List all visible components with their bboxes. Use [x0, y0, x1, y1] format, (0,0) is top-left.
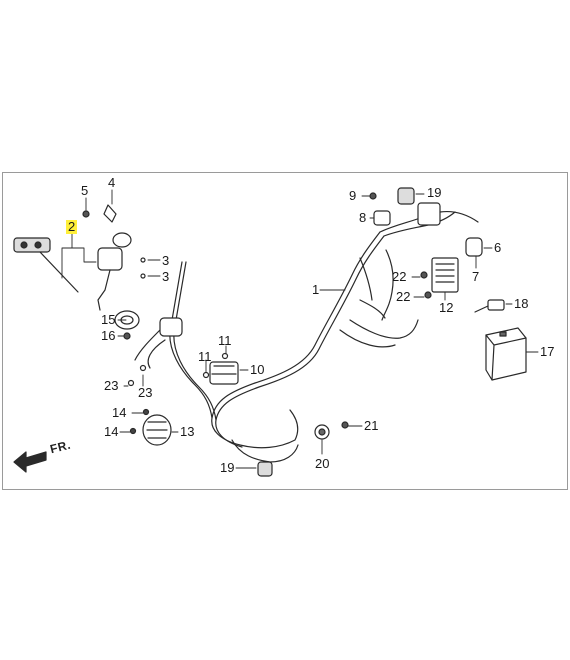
callout-3a: 3: [162, 253, 170, 268]
bolt-part-22b: [424, 291, 432, 299]
callout-19-lower: 19: [220, 460, 235, 475]
main-harness-wire: [169, 211, 456, 463]
bolt-part-22a: [420, 271, 428, 279]
part-23-screw-a: [127, 379, 135, 387]
callout-11b: 11: [198, 349, 212, 364]
screw-part-5: [82, 210, 90, 218]
callout-8: 8: [359, 210, 367, 225]
meter-branch-wire: [134, 329, 166, 369]
bolt-part-11b: [202, 371, 210, 379]
connector: [159, 317, 183, 337]
callout-10: 10: [250, 362, 265, 377]
regulator-part-12: [431, 257, 459, 293]
diagram-frame: [2, 172, 568, 490]
callout-21: 21: [364, 418, 379, 433]
callout-23b: 23: [138, 385, 153, 400]
callout-20: 20: [315, 456, 330, 471]
callout-9: 9: [349, 188, 357, 203]
callout-2: 2: [66, 219, 78, 234]
callout-14a: 14: [112, 405, 127, 420]
fuse-part-18: [474, 299, 505, 313]
callout-11a: 11: [218, 333, 232, 348]
bolt-part-9: [369, 192, 377, 200]
callout-7: 7: [472, 269, 480, 284]
bracket-upper-right: [417, 202, 441, 226]
front-arrow-icon: [13, 451, 47, 473]
part-16-screw: [123, 332, 131, 340]
horn-part-13: [142, 414, 172, 446]
cable: [171, 261, 187, 321]
callout-4: 4: [108, 175, 116, 190]
screw-part-3a: [140, 257, 146, 263]
callout-3b: 3: [162, 269, 170, 284]
sensor-part-20: [314, 424, 330, 440]
fuse-box-part-19: [397, 187, 415, 205]
cable-upper-right: [439, 210, 479, 223]
callout-13: 13: [180, 424, 195, 439]
callout-5: 5: [81, 183, 89, 198]
relay-part-8: [373, 210, 391, 226]
callout-19-upper: 19: [427, 185, 442, 200]
callout-14b: 14: [104, 424, 119, 439]
cap-part-19-lower: [257, 461, 273, 477]
callout-12: 12: [439, 300, 454, 315]
battery-part-17: [485, 327, 527, 381]
relay-part-10: [209, 361, 239, 385]
bolt-part-21: [341, 421, 349, 429]
callout-15: 15: [101, 312, 116, 327]
leader-lines: [61, 189, 539, 469]
bracket-part-4: [103, 204, 117, 223]
part-14-screw-b: [129, 427, 137, 435]
bolt-part-11: [221, 352, 229, 360]
callout-1: 1: [312, 282, 320, 297]
key-switch-part-2: [13, 232, 132, 311]
callout-18: 18: [514, 296, 529, 311]
callout-23a: 23: [104, 378, 119, 393]
part-14-screw-a: [142, 408, 150, 416]
callout-22a: 22: [392, 269, 407, 284]
part-23-screw-b: [139, 364, 147, 372]
screw-part-3b: [140, 273, 146, 279]
callout-17: 17: [540, 344, 555, 359]
callout-16: 16: [101, 328, 116, 343]
callout-22b: 22: [396, 289, 411, 304]
callout-6: 6: [494, 240, 502, 255]
relay-part-6: [465, 237, 483, 257]
